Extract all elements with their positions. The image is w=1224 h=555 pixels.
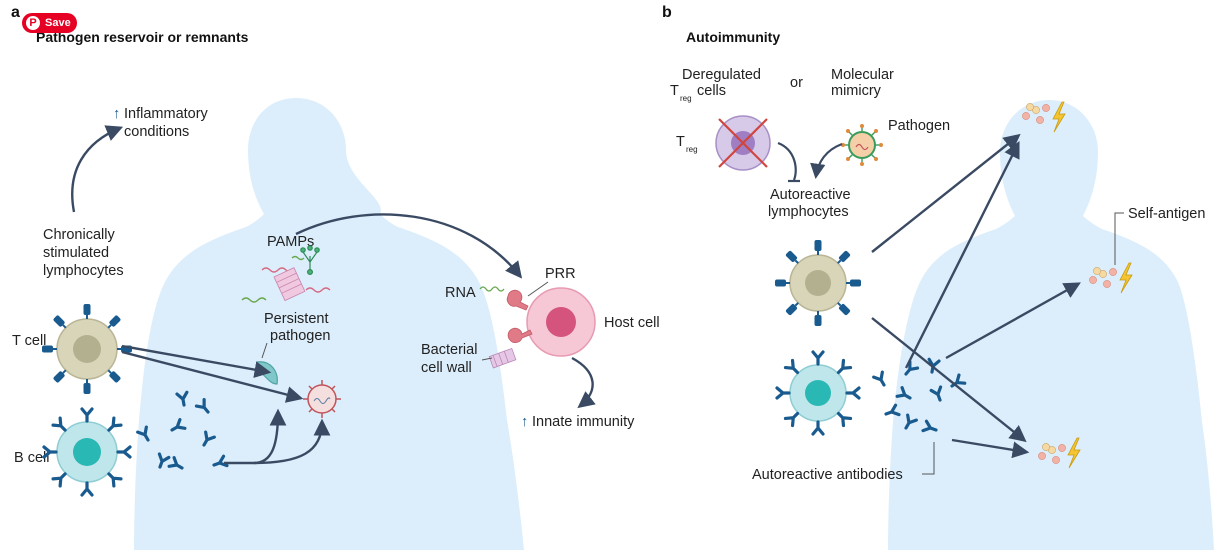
deregulated-label-cells: cells xyxy=(697,83,726,99)
chronic-label-line3: lymphocytes xyxy=(43,263,124,279)
virus-icon xyxy=(303,380,341,418)
innate-immunity-label: Innate immunity xyxy=(532,414,635,430)
arrow-host-to-innate xyxy=(571,356,596,409)
arrow-t-to-head xyxy=(871,133,1021,253)
arrow-pathogen-to-autoreactive xyxy=(810,142,843,180)
arrow-to-inflammatory xyxy=(71,125,124,213)
b-cell-label: B cell xyxy=(14,450,49,466)
body-silhouette-left xyxy=(134,98,524,550)
bacterial-pointer xyxy=(481,357,493,361)
inflammatory-label-line2: conditions xyxy=(124,124,189,140)
autoreactive-b-cell xyxy=(775,350,861,436)
persistent-label-line2: pathogen xyxy=(270,328,330,344)
pathogen-label: Pathogen xyxy=(888,118,950,134)
deregulated-label-line1: Deregulated xyxy=(682,67,761,83)
t-cell xyxy=(41,303,133,395)
inhibit-arrow-treg xyxy=(777,141,797,181)
panel-a-title: Pathogen reservoir or remnants xyxy=(36,29,249,45)
body-silhouette-right xyxy=(888,100,1214,550)
save-button[interactable]: P Save xyxy=(22,13,77,33)
bacterial-label-line2: cell wall xyxy=(421,360,472,376)
treg-label-t: T xyxy=(676,134,685,150)
rna-strand xyxy=(479,286,505,292)
autoreactive-label-line2: lymphocytes xyxy=(768,204,849,220)
persistent-label-line1: Persistent xyxy=(264,311,328,327)
self-antigen-label: Self-antigen xyxy=(1128,206,1205,222)
autoreactive-label-line1: Autoreactive xyxy=(770,187,851,203)
arrow-ab-to-torso xyxy=(945,282,1081,360)
arrow-ab-to-abdomen xyxy=(951,438,1030,459)
autoreactive-t-cell xyxy=(774,239,862,327)
chronic-label-line1: Chronically xyxy=(43,227,115,243)
antibodies-pointer xyxy=(922,442,935,475)
pamps-label: PAMPs xyxy=(267,234,314,250)
t-cell-label: T cell xyxy=(12,333,46,349)
deregulated-label-t: T xyxy=(670,83,679,99)
panel-b-letter: b xyxy=(662,4,672,21)
pathogen-icon xyxy=(841,124,883,166)
panel-b-title: Autoimmunity xyxy=(686,29,780,45)
deregulated-label-sub: reg xyxy=(680,94,692,103)
arrow-t-to-bacterium xyxy=(121,344,272,378)
bacterial-label-line1: Bacterial xyxy=(421,342,477,358)
host-cell xyxy=(526,287,596,357)
up-arrow-icon: ↑ xyxy=(113,106,120,122)
prr-pointer xyxy=(527,281,549,297)
up-arrow-icon: ↑ xyxy=(521,414,528,430)
autoreactive-antibodies-label: Autoreactive antibodies xyxy=(752,467,903,483)
arrow-t-to-virus xyxy=(121,350,304,403)
inflammatory-label-line1: Inflammatory xyxy=(124,106,209,122)
arrow-t-to-abdomen xyxy=(871,317,1027,443)
rna-label: RNA xyxy=(445,285,476,301)
b-cell xyxy=(42,407,132,497)
or-label: or xyxy=(790,75,803,91)
save-button-label: Save xyxy=(45,17,71,29)
pinterest-icon: P xyxy=(26,16,40,30)
prr-label: PRR xyxy=(545,266,576,282)
bacterial-wall-icon xyxy=(488,347,517,369)
treg-cell xyxy=(715,115,771,171)
prr-receptors xyxy=(506,289,533,343)
pamps-molecules xyxy=(241,245,331,303)
arrow-pamps-to-host xyxy=(295,213,523,279)
self-antigen-pointer xyxy=(1114,212,1124,265)
host-cell-label: Host cell xyxy=(604,315,660,331)
molecular-label-line2: mimicry xyxy=(831,83,882,99)
arrow-ab-to-head xyxy=(904,140,1020,369)
arrow-ab-to-virus-2 xyxy=(253,418,331,465)
panel-a-letter: a xyxy=(11,4,20,21)
chronic-label-line2: stimulated xyxy=(43,245,109,261)
molecular-label-line1: Molecular xyxy=(831,67,894,83)
treg-label-sub: reg xyxy=(686,145,698,154)
pointer-line xyxy=(261,342,268,359)
